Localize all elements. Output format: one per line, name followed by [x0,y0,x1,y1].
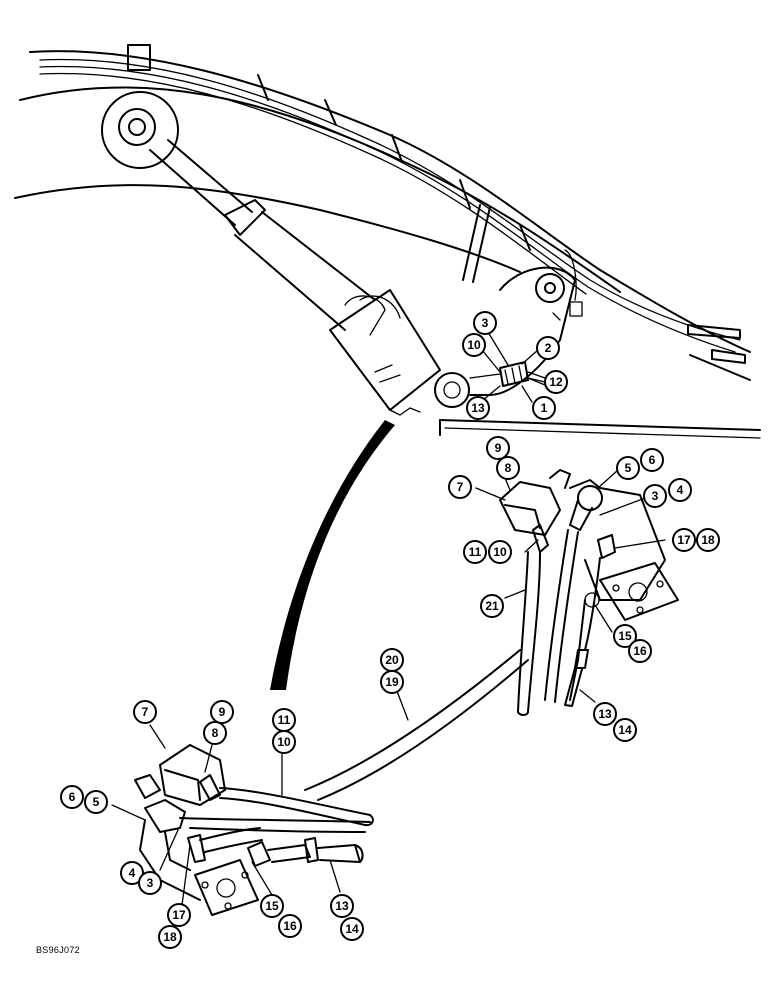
callout-left-10: 10 [272,730,296,754]
svg-text:15: 15 [618,629,632,643]
callout-top-12: 12 [544,370,568,394]
svg-text:18: 18 [701,533,715,547]
svg-text:13: 13 [598,707,612,721]
svg-text:10: 10 [467,338,481,352]
svg-text:8: 8 [212,726,219,740]
left-valve-detail [134,744,374,916]
callout-right-14: 14 [613,718,637,742]
svg-text:17: 17 [172,908,186,922]
svg-text:4: 4 [677,483,684,497]
svg-text:14: 14 [618,723,632,737]
svg-text:3: 3 [482,316,489,330]
callout-right-9: 9 [486,436,510,460]
svg-text:3: 3 [652,489,659,503]
svg-text:20: 20 [385,653,399,667]
callout-right-5: 5 [616,456,640,480]
callout-left-9: 9 [210,700,234,724]
callout-right-3: 3 [643,484,667,508]
callouts-top: 3 10 2 12 13 1 [462,311,568,420]
callouts-hose: 20 19 [380,648,404,694]
callouts-right: 9 8 7 5 6 3 4 11 10 17 18 21 15 16 13 14 [448,436,720,742]
drawing-reference: BS96J072 [36,945,80,955]
callout-right-7: 7 [448,475,472,499]
svg-text:1: 1 [541,401,548,415]
callout-top-3: 3 [473,311,497,335]
svg-text:17: 17 [677,533,691,547]
svg-text:18: 18 [163,930,177,944]
svg-text:4: 4 [129,866,136,880]
callout-left-13: 13 [330,894,354,918]
svg-text:9: 9 [495,441,502,455]
callout-top-1: 1 [532,396,556,420]
svg-text:13: 13 [471,401,485,415]
svg-text:5: 5 [93,795,100,809]
callout-hose-20: 20 [380,648,404,672]
svg-text:16: 16 [283,919,297,933]
svg-text:3: 3 [147,876,154,890]
svg-text:7: 7 [457,480,464,494]
callout-right-6: 6 [640,448,664,472]
callout-left-8: 8 [203,721,227,745]
callout-left-11: 11 [272,708,296,732]
callout-right-8: 8 [496,456,520,480]
callout-right-18: 18 [696,528,720,552]
svg-text:8: 8 [505,461,512,475]
callout-left-14: 14 [340,917,364,941]
callout-right-11: 11 [463,540,487,564]
callout-top-13: 13 [466,396,490,420]
svg-text:2: 2 [545,341,552,355]
callout-left-6: 6 [60,785,84,809]
callout-left-3: 3 [138,871,162,895]
callout-left-4: 4 [120,861,144,885]
svg-text:7: 7 [142,705,149,719]
callout-left-7: 7 [133,700,157,724]
callout-top-10: 10 [462,333,486,357]
svg-text:10: 10 [277,735,291,749]
callout-hose-19: 19 [380,670,404,694]
callout-right-17: 17 [672,528,696,552]
svg-text:6: 6 [649,453,656,467]
callout-left-17: 17 [167,903,191,927]
callout-right-21: 21 [480,594,504,618]
leader-lines [111,331,666,906]
callouts-left: 7 9 8 11 10 6 5 4 3 17 18 15 16 13 14 [60,700,364,949]
detail-pointer [270,420,395,690]
boom-assembly [14,44,761,439]
svg-text:21: 21 [485,599,499,613]
callout-left-5: 5 [84,790,108,814]
svg-text:5: 5 [625,461,632,475]
callout-right-13: 13 [593,702,617,726]
svg-text:15: 15 [265,899,279,913]
svg-text:11: 11 [278,713,291,727]
svg-text:9: 9 [219,705,226,719]
callout-right-4: 4 [668,478,692,502]
callout-right-16: 16 [628,639,652,663]
svg-text:14: 14 [345,922,359,936]
svg-text:6: 6 [69,790,76,804]
callout-right-15: 15 [613,624,637,648]
callout-right-10: 10 [488,540,512,564]
right-valve-detail [304,469,679,801]
callout-top-2: 2 [536,336,560,360]
svg-text:19: 19 [385,675,399,689]
callout-left-16: 16 [278,914,302,938]
svg-text:11: 11 [469,545,482,559]
svg-text:10: 10 [493,545,507,559]
svg-text:13: 13 [335,899,349,913]
callout-left-18: 18 [158,925,182,949]
callout-left-15: 15 [260,894,284,918]
svg-text:12: 12 [549,375,563,389]
svg-text:16: 16 [633,644,647,658]
